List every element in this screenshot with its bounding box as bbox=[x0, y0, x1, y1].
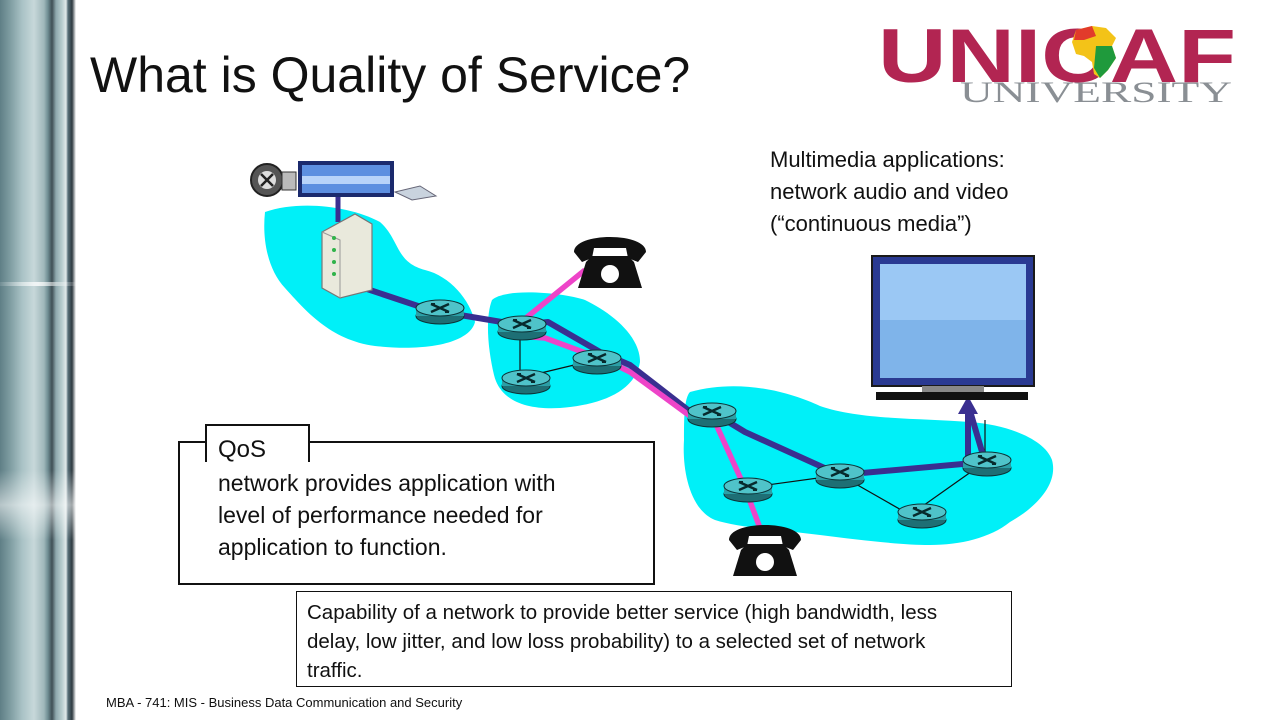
video-screen-image bbox=[298, 161, 438, 201]
qos-description-line: network provides application with bbox=[218, 470, 556, 496]
qos-description-line: level of performance needed for bbox=[218, 502, 543, 528]
server-icon bbox=[321, 213, 373, 299]
multimedia-note-line: Multimedia applications: bbox=[770, 147, 1005, 172]
slide-footer: MBA - 741: MIS - Business Data Communica… bbox=[106, 695, 463, 710]
unicaf-logo: UNICAF UNIVERSITY bbox=[878, 14, 1236, 108]
multimedia-note-line: network audio and video bbox=[770, 179, 1009, 204]
multimedia-note-line: (“continuous media”) bbox=[770, 211, 972, 236]
decorative-sidebar bbox=[0, 0, 76, 720]
router-icon bbox=[961, 450, 1013, 478]
logo-brand: UNICAF bbox=[878, 14, 1236, 99]
router-icon bbox=[722, 476, 774, 504]
router-icon bbox=[496, 314, 548, 342]
qos-callout-box bbox=[178, 441, 655, 585]
multimedia-note: Multimedia applications: network audio a… bbox=[770, 144, 1009, 240]
definition-line: Capability of a network to provide bette… bbox=[307, 601, 938, 624]
router-icon bbox=[814, 462, 866, 490]
qos-description: network provides application with level … bbox=[218, 467, 638, 563]
router-icon bbox=[500, 368, 552, 396]
africa-map-icon bbox=[1072, 26, 1116, 78]
router-icon bbox=[571, 348, 623, 376]
network-cloud-right bbox=[683, 386, 1054, 545]
slide-title: What is Quality of Service? bbox=[90, 47, 691, 103]
telephone-icon bbox=[574, 237, 646, 288]
qos-callout-tab bbox=[205, 424, 310, 462]
logo-subtitle: UNIVERSITY bbox=[960, 76, 1232, 108]
definition-line: traffic. bbox=[307, 659, 363, 682]
qos-description-line: application to function. bbox=[218, 534, 447, 560]
definition-line: delay, low jitter, and low loss probabil… bbox=[307, 630, 926, 653]
telephone-icon bbox=[729, 525, 801, 576]
router-icon bbox=[414, 298, 466, 326]
router-icon bbox=[686, 401, 738, 429]
definition-box: Capability of a network to provide bette… bbox=[296, 591, 1012, 687]
qos-label: QoS bbox=[218, 436, 267, 463]
film-reel-icon bbox=[250, 163, 297, 197]
router-icon bbox=[896, 502, 948, 530]
arrow-up-icon bbox=[958, 396, 978, 414]
monitor-icon bbox=[871, 255, 1035, 400]
